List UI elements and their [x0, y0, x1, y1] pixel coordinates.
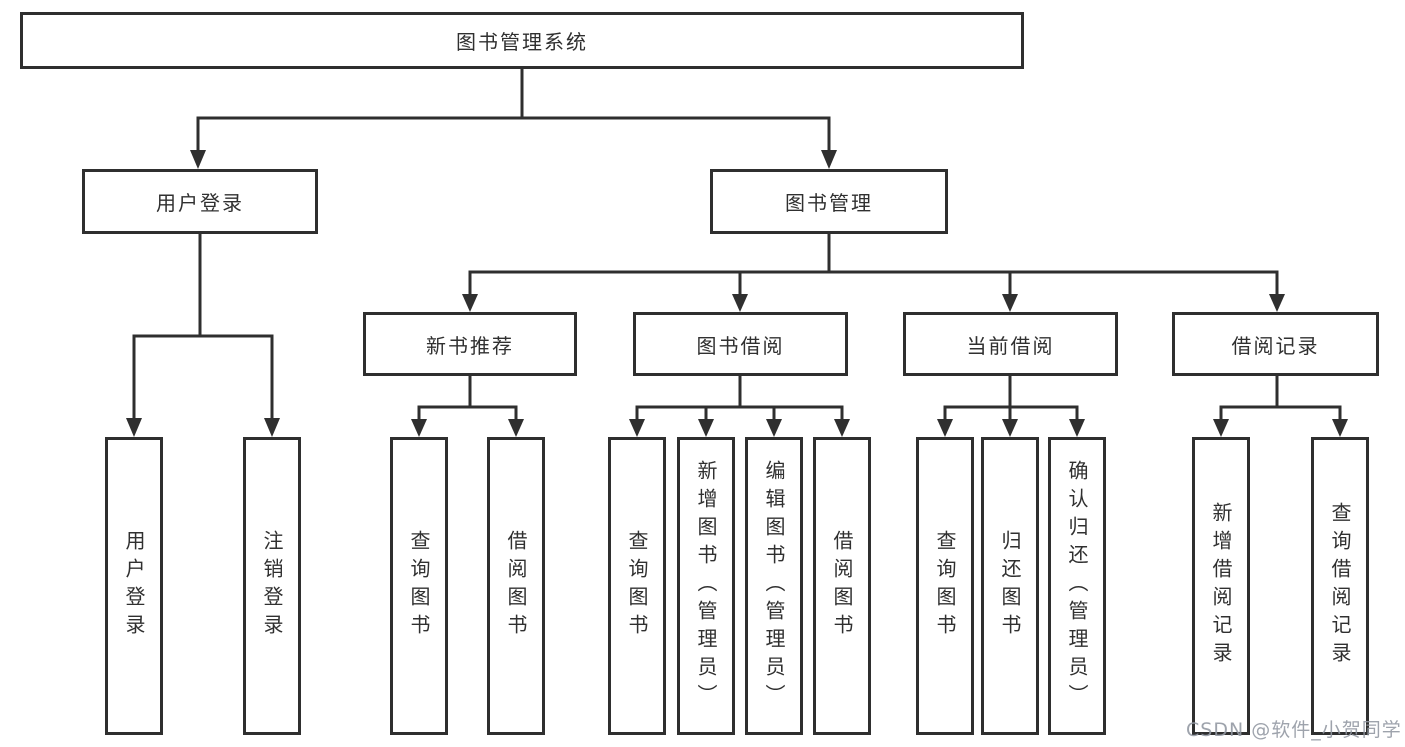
leaf-borrow-books-label: 借阅图书	[830, 530, 854, 642]
leaf-add-borrow-record: 新增借阅记录	[1192, 437, 1250, 735]
leaf-edit-books-admin-label: 编辑图书（管理员）	[762, 460, 786, 712]
node-user-login: 用户登录	[82, 169, 318, 234]
connector-book-mgmt-to-level3	[462, 234, 1285, 312]
leaf-logout: 注销登录	[243, 437, 301, 735]
node-user-login-label: 用户登录	[156, 191, 244, 215]
leaf-query-borrow-record: 查询借阅记录	[1311, 437, 1369, 735]
leaf-query-books-recommend: 查询图书	[390, 437, 448, 735]
node-borrow-records: 借阅记录	[1172, 312, 1379, 376]
connector-book-borrow-to-leaves	[629, 376, 850, 437]
connector-current-borrow-to-leaves	[937, 376, 1085, 437]
leaf-borrow-books-recommend-label: 借阅图书	[504, 530, 528, 642]
leaf-add-books-admin: 新增图书（管理员）	[677, 437, 735, 735]
leaf-add-borrow-record-label: 新增借阅记录	[1209, 502, 1233, 670]
node-new-book-recommend-label: 新书推荐	[426, 333, 514, 358]
node-new-book-recommend: 新书推荐	[363, 312, 577, 376]
node-root: 图书管理系统	[20, 12, 1024, 69]
leaf-query-books-borrow-label: 查询图书	[625, 530, 649, 642]
leaf-borrow-books: 借阅图书	[813, 437, 871, 735]
node-root-label: 图书管理系统	[456, 30, 588, 54]
leaf-query-books-current-label: 查询图书	[933, 530, 957, 642]
leaf-confirm-return-admin: 确认归还（管理员）	[1048, 437, 1106, 735]
leaf-query-books-current: 查询图书	[916, 437, 974, 735]
leaf-user-login-label: 用户登录	[122, 530, 146, 642]
connector-borrow-records-to-leaves	[1213, 376, 1348, 437]
node-book-borrow: 图书借阅	[633, 312, 848, 376]
connector-new-books-to-leaves	[411, 376, 524, 437]
leaf-confirm-return-admin-label: 确认归还（管理员）	[1065, 460, 1089, 712]
leaf-query-books-borrow: 查询图书	[608, 437, 666, 735]
leaf-return-books: 归还图书	[981, 437, 1039, 735]
leaf-query-books-recommend-label: 查询图书	[407, 530, 431, 642]
connector-user-login-to-leaves	[126, 234, 280, 437]
leaf-logout-label: 注销登录	[260, 530, 284, 642]
node-borrow-records-label: 借阅记录	[1231, 333, 1320, 358]
node-book-management: 图书管理	[710, 169, 948, 234]
node-current-borrow-label: 当前借阅	[966, 333, 1055, 358]
leaf-edit-books-admin: 编辑图书（管理员）	[745, 437, 803, 735]
node-current-borrow: 当前借阅	[903, 312, 1118, 376]
csdn-watermark: CSDN @软件_小贺同学	[1186, 719, 1402, 741]
node-book-borrow-label: 图书借阅	[696, 333, 785, 358]
leaf-user-login: 用户登录	[105, 437, 163, 735]
leaf-add-books-admin-label: 新增图书（管理员）	[694, 460, 718, 712]
leaf-borrow-books-recommend: 借阅图书	[487, 437, 545, 735]
leaf-return-books-label: 归还图书	[998, 530, 1022, 642]
connector-root-to-level2	[190, 69, 837, 169]
node-book-management-label: 图书管理	[785, 191, 873, 215]
leaf-query-borrow-record-label: 查询借阅记录	[1328, 502, 1352, 670]
